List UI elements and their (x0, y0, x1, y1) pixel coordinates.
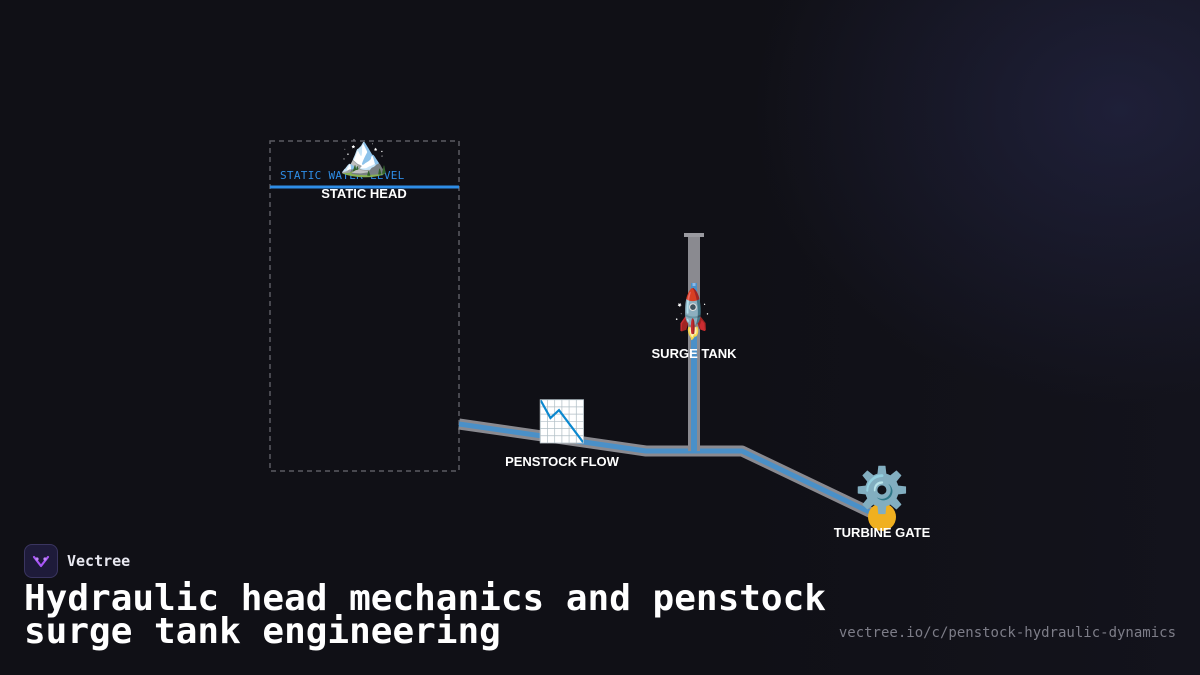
brand-name: Vectree (67, 552, 131, 570)
source-url: vectree.io/c/penstock-hydraulic-dynamics (838, 625, 1176, 641)
page-title: Hydraulic head mechanics and penstock su… (24, 578, 826, 652)
turbine-gate-label: TURBINE GATE (833, 525, 931, 540)
mountain-icon: 🏔️ (339, 133, 389, 179)
vectree-logo-icon (24, 544, 58, 578)
penstock-flow-label: PENSTOCK FLOW (505, 454, 619, 469)
penstock-pipe (458, 418, 883, 522)
turbine-gate-glow (868, 503, 896, 531)
surge-tank-water (691, 283, 697, 451)
brand: Vectree (24, 544, 130, 578)
chart-decreasing-icon: 📉 (537, 399, 587, 445)
surge-tank-cap (684, 233, 704, 237)
surge-tank-label: SURGE TANK (651, 346, 737, 361)
reservoir-box (269, 140, 460, 472)
gear-icon: ⚙️ (854, 465, 910, 516)
static-water-level-label: STATIC WATER LEVEL (280, 169, 405, 182)
static-head-label: STATIC HEAD (321, 186, 407, 201)
